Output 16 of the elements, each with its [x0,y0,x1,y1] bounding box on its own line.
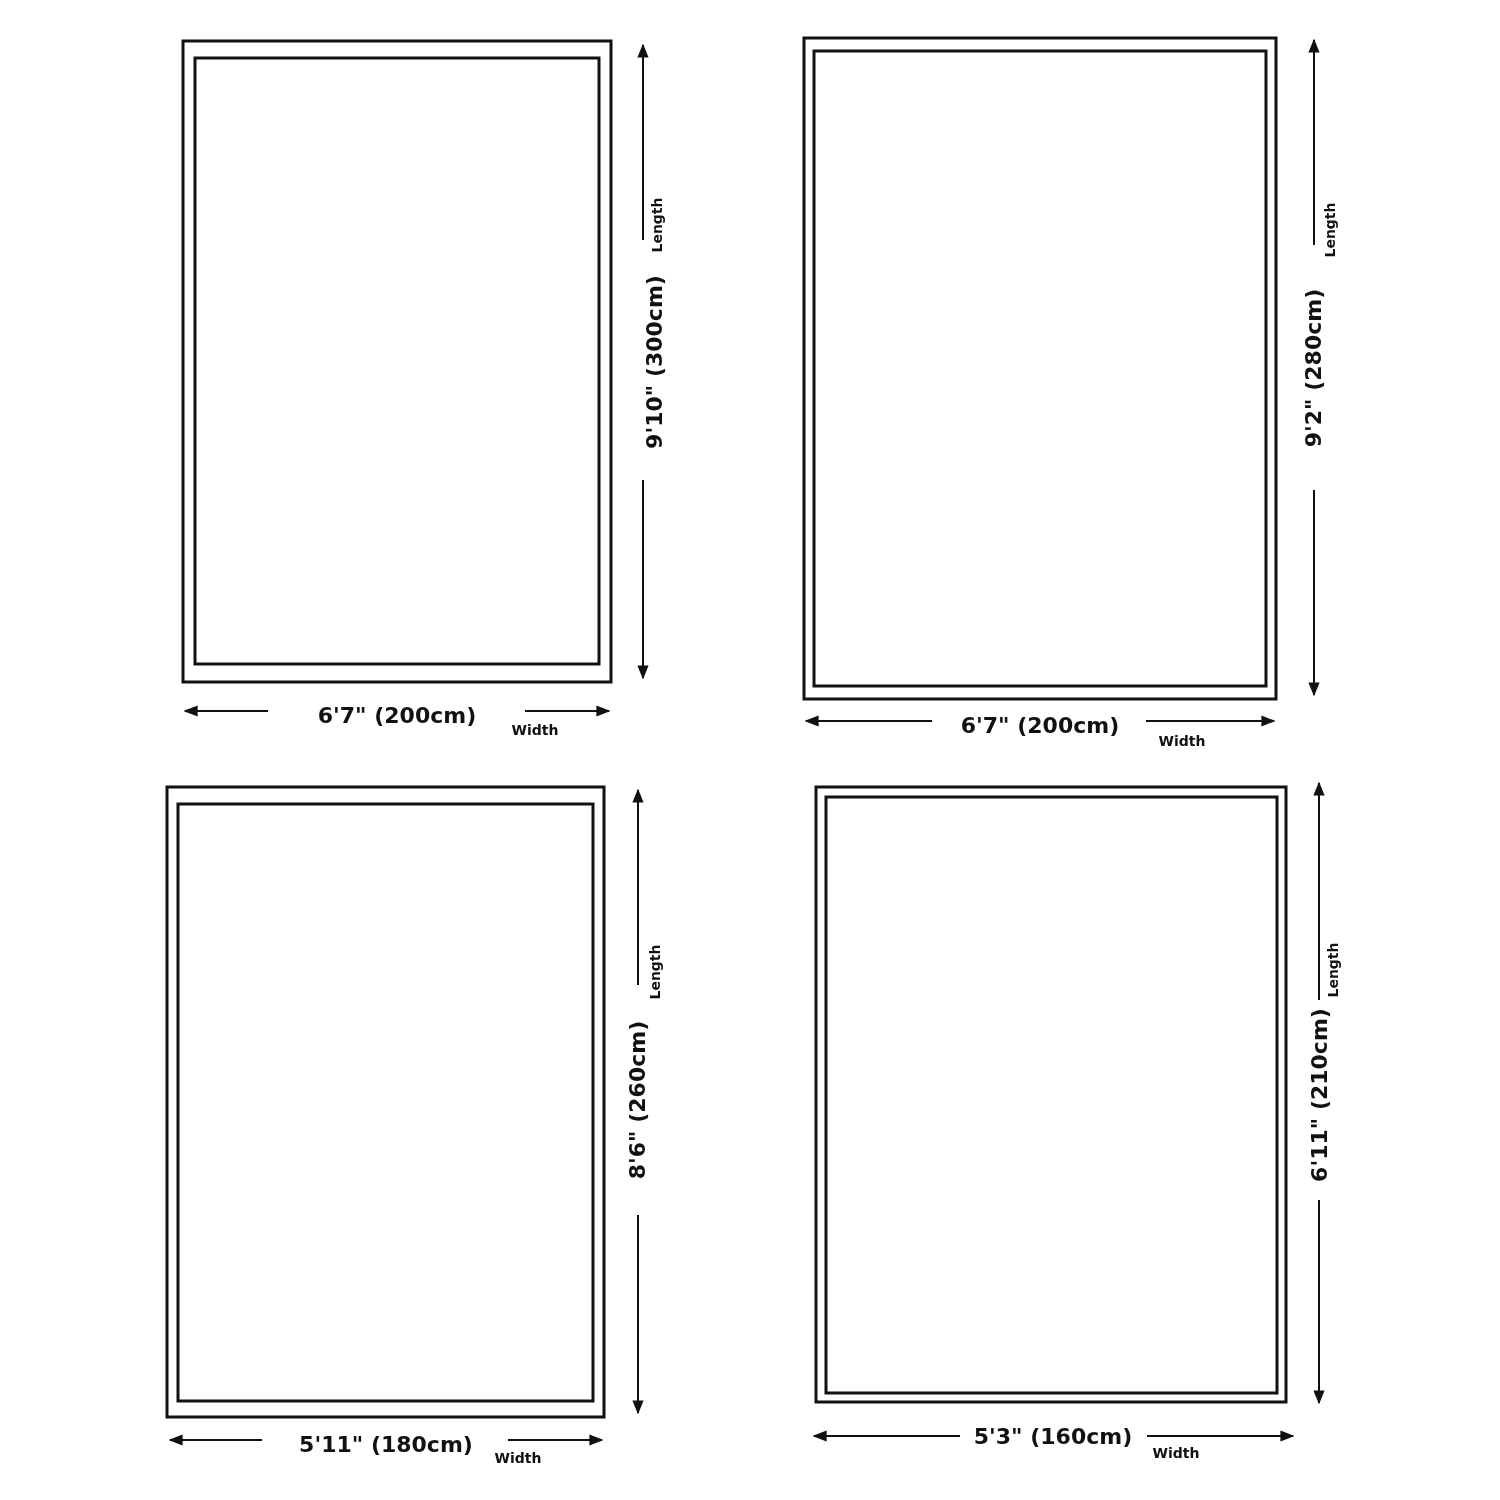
dimension-label: 6'7" (200cm) [317,705,477,727]
axis-label: Length [650,197,664,253]
axis-label: Length [1323,202,1337,258]
dimension-label: 6'7" (200cm) [960,715,1120,737]
dimension-label: 8'6" (260cm) [627,1020,649,1180]
axis-label: Width [494,1451,542,1465]
axis-label: Length [648,944,662,1000]
dimension-label: 9'10" (300cm) [644,275,666,449]
dimension-label: 5'3" (160cm) [973,1426,1133,1448]
dimension-label: 6'11" (210cm) [1309,1008,1331,1182]
axis-label: Width [1158,734,1206,748]
axis-label: Width [1152,1446,1200,1460]
dimension-label: 5'11" (180cm) [299,1434,473,1456]
dimension-label: 9'2" (280cm) [1303,288,1325,448]
axis-label: Length [1326,942,1340,998]
axis-label: Width [511,723,559,737]
